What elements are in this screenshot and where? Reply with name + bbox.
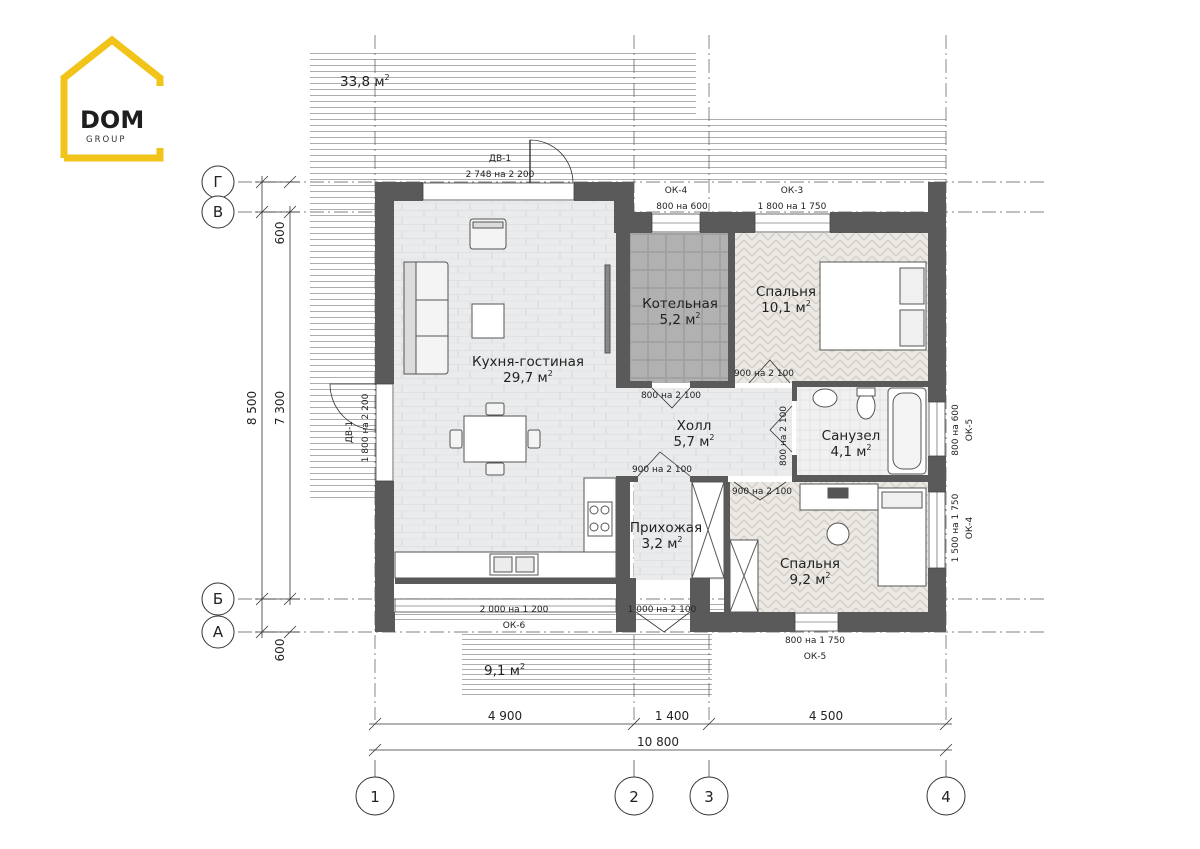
ok5-bottom-size: 800 на 1 750 — [785, 636, 845, 646]
ok3-code: ОК-3 — [781, 186, 803, 196]
furniture — [394, 218, 927, 613]
toilet-icon — [856, 392, 876, 420]
coffee-table-icon — [471, 303, 505, 339]
terrace-bottom-sup: 2 — [520, 662, 525, 671]
room-kitchen-area: 29,7 м — [503, 370, 548, 386]
walls — [375, 182, 946, 632]
door-swing-dv1-left — [329, 383, 377, 431]
terrace-top-b — [696, 118, 946, 182]
floor-boiler — [630, 233, 728, 383]
ok6-code: ОК-6 — [503, 621, 526, 631]
room-bedroom1-name: Спальня — [756, 284, 816, 300]
logo-house-outline — [60, 35, 164, 158]
room-hall-sup: 2 — [709, 433, 714, 442]
dv1-left-size: 1 800 на 2 200 — [361, 393, 371, 462]
terrace-top-sup: 2 — [385, 73, 390, 82]
axis-row-v-bubble — [201, 195, 235, 229]
room-bedroom2-sup: 2 — [825, 571, 830, 580]
room-hall-name: Холл — [677, 418, 712, 434]
d-bath-size: 800 на 2 100 — [779, 406, 789, 466]
svg-text:9,1 м2: 9,1 м2 — [484, 662, 525, 679]
terrace-top-a — [310, 52, 696, 182]
room-bathroom-sup: 2 — [866, 443, 871, 452]
axis-col-4: 4 — [941, 788, 951, 806]
dining-table-icon — [463, 415, 527, 463]
ok4-right-size: 1 500 на 1 750 — [951, 493, 961, 562]
svg-text:5,7 м2: 5,7 м2 — [673, 433, 714, 450]
room-kitchen-sup: 2 — [548, 369, 553, 378]
axis-row-a: А — [213, 623, 224, 641]
ok5-right-code: ОК-5 — [965, 419, 975, 441]
dim-vertical-inner: 7 300 — [273, 391, 287, 425]
dom-group-logo: DOM GROUP — [60, 35, 164, 162]
svg-text:9,2 м2: 9,2 м2 — [789, 571, 830, 588]
room-hall-area: 5,7 м — [673, 434, 709, 450]
dim-vertical-total: 8 500 — [245, 391, 259, 425]
dim-top-offset: 600 — [273, 222, 287, 245]
d-entry-size: 900 на 2 100 — [632, 465, 692, 475]
dim-seg2: 1 400 — [655, 709, 689, 723]
terrace-left — [310, 182, 376, 498]
dim-seg3: 4 500 — [809, 709, 843, 723]
ok4-top-code: ОК-4 — [665, 186, 688, 196]
svg-text:33,8 м2: 33,8 м2 — [340, 73, 390, 90]
axis-row-b-bubble — [201, 582, 235, 616]
dv1-left-code: ДВ-1 — [345, 421, 355, 443]
washbasin-icon — [812, 388, 838, 408]
axis-col-1: 1 — [370, 788, 380, 806]
axis-row-v: В — [213, 203, 223, 221]
logo-sub-text: GROUP — [86, 135, 127, 145]
room-entry-area: 3,2 м — [641, 536, 677, 552]
entry-door-size: 1 000 на 2 100 — [628, 605, 697, 615]
room-entry-name: Прихожая — [630, 520, 702, 536]
room-bathroom-area: 4,1 м — [830, 444, 866, 460]
room-bedroom2-name: Спальня — [780, 556, 840, 572]
dim-total: 10 800 — [637, 735, 679, 749]
dv1-top-size: 2 748 на 2 200 — [466, 170, 535, 180]
svg-text:5,2 м2: 5,2 м2 — [659, 311, 700, 328]
d-boiler-size: 800 на 2 100 — [641, 391, 701, 401]
floor-kitchen — [394, 201, 616, 553]
room-boiler-sup: 2 — [695, 311, 700, 320]
d-bedroom2-size: 900 на 2 100 — [732, 487, 792, 497]
office-chair-icon — [826, 522, 850, 546]
svg-text:10,1 м2: 10,1 м2 — [761, 299, 811, 316]
svg-text:3,2 м2: 3,2 м2 — [641, 535, 682, 552]
axis-row-g: Г — [213, 173, 222, 191]
room-entry-sup: 2 — [677, 535, 682, 544]
svg-text:29,7 м2: 29,7 м2 — [503, 369, 553, 386]
dv1-top-code: ДВ-1 — [489, 154, 511, 164]
tv-icon — [604, 264, 611, 354]
room-boiler-name: Котельная — [642, 296, 718, 312]
room-kitchen-name: Кухня-гостиная — [472, 354, 584, 370]
axis-col-3: 3 — [704, 788, 714, 806]
ok5-bottom-code: ОК-5 — [804, 652, 826, 662]
ok5-right-size: 800 на 600 — [951, 404, 961, 456]
svg-text:4,1 м2: 4,1 м2 — [830, 443, 871, 460]
axis-col-2: 2 — [629, 788, 639, 806]
d-bedroom1-size: 900 на 2 100 — [734, 369, 794, 379]
door-swing-dv1-top — [529, 139, 574, 184]
ok3-size: 1 800 на 1 750 — [758, 202, 827, 212]
dim-seg1: 4 900 — [488, 709, 522, 723]
terrace-bottom — [462, 630, 712, 696]
room-bedroom1-sup: 2 — [806, 299, 811, 308]
axis-row-b: Б — [213, 590, 223, 608]
ok4-top-size: 800 на 600 — [656, 202, 708, 212]
ok6-size: 2 000 на 1 200 — [480, 605, 549, 615]
room-bedroom2-area: 9,2 м — [789, 572, 825, 588]
logo-brand-text: DOM — [80, 106, 144, 134]
axis-row-a-bubble — [201, 615, 235, 649]
room-bathroom-name: Санузел — [822, 428, 881, 444]
terrace-top-area: 33,8 м — [340, 74, 385, 90]
dim-bottom-offset: 600 — [273, 639, 287, 662]
terrace-bottom-area: 9,1 м — [484, 663, 520, 679]
room-bedroom1-area: 10,1 м — [761, 300, 806, 316]
ok4-right-code: ОК-4 — [965, 517, 975, 540]
room-boiler-area: 5,2 м — [659, 312, 695, 328]
